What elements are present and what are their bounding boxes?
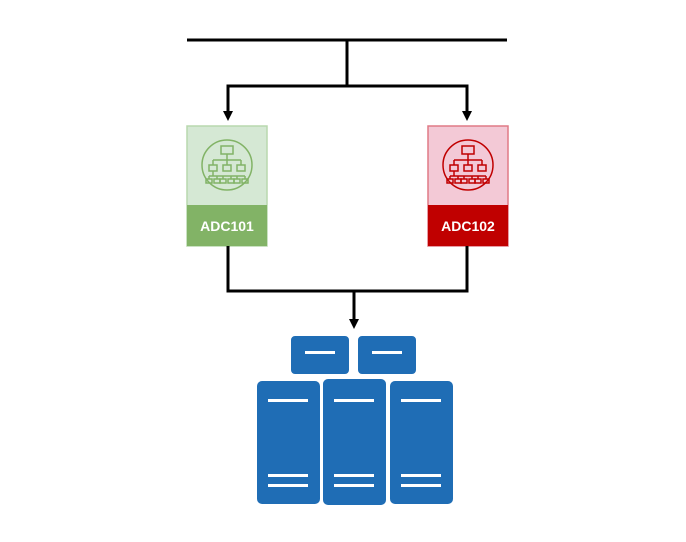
connector-adc101-to-servers (226, 246, 359, 329)
connector-adc102-to-servers (354, 246, 469, 293)
server-rack-icon (255, 334, 455, 507)
adc102-label-band (428, 205, 508, 246)
adc101-node[interactable]: ADC101 (186, 125, 268, 247)
connector-bus-to-adc101 (223, 40, 349, 121)
load-balancer-icon (442, 139, 494, 191)
adc102-node[interactable]: ADC102 (427, 125, 509, 247)
adc101-label-band (187, 205, 267, 246)
adc101-label: ADC101 (200, 218, 254, 234)
load-balancer-icon (201, 139, 253, 191)
connector-bus-to-adc102 (347, 84, 472, 121)
adc102-label: ADC102 (441, 218, 495, 234)
